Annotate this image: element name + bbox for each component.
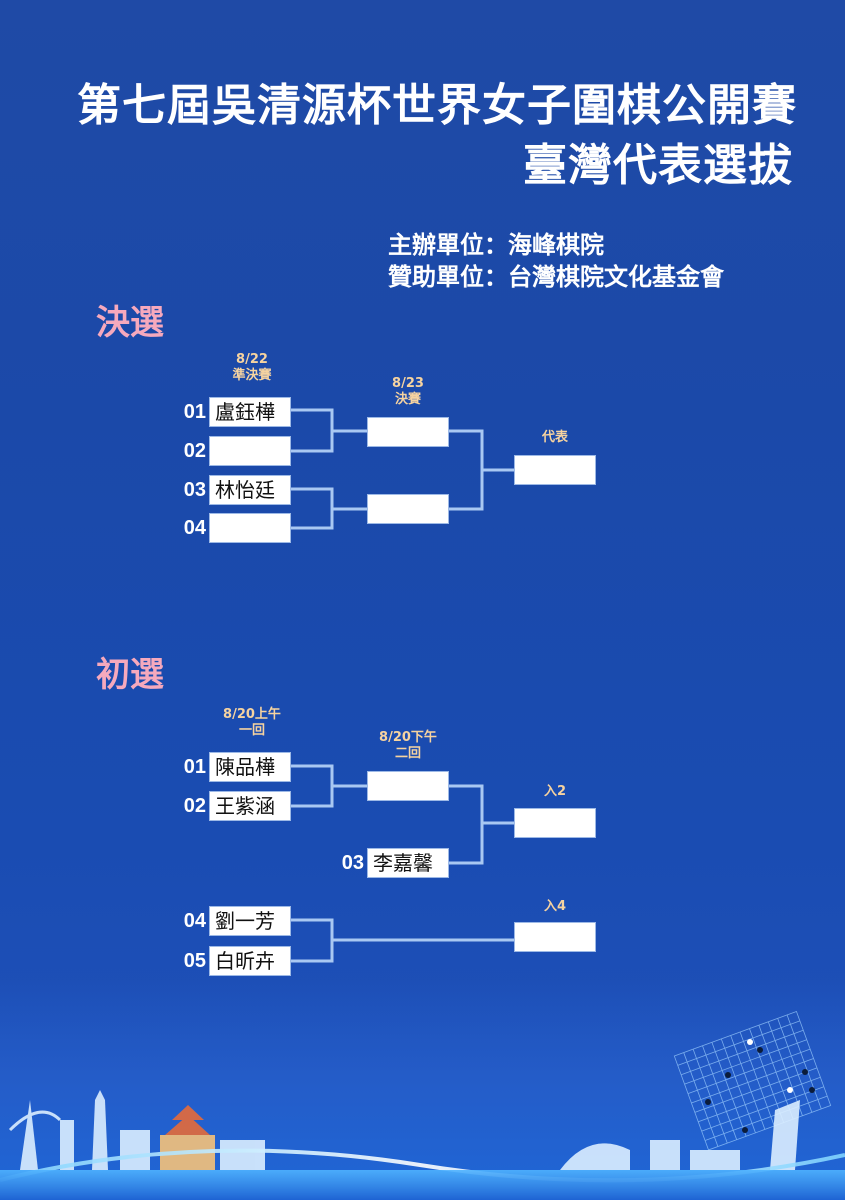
host-line: 主辦單位：海峰棋院	[388, 231, 604, 259]
prelims-player-02: 王紫涵	[209, 791, 291, 821]
prelims-connector-1	[290, 764, 368, 808]
finals-semi2-winner	[367, 494, 449, 524]
finals-section-title: 決選	[96, 303, 164, 343]
prelims-section-title: 初選	[96, 655, 164, 695]
prelims-connector-3	[290, 918, 515, 963]
prelims-seed-05: 05	[183, 950, 206, 972]
sponsor-line: 贊助單位：台灣棋院文化基金會	[388, 263, 724, 291]
prelims-qualifier-a-box	[514, 808, 596, 838]
finals-round2-label: 8/23 決賽	[353, 376, 463, 408]
finals-player-03: 林怡廷	[209, 475, 291, 505]
finals-connector-2	[290, 487, 368, 530]
prelims-round1-date: 8/20上午	[223, 707, 281, 722]
finals-player-04	[209, 513, 291, 543]
prelims-connector-2	[448, 784, 515, 865]
prelims-seed-01: 01	[183, 756, 206, 778]
sub-title: 臺灣代表選拔	[523, 140, 793, 191]
go-stones-graphic	[705, 1039, 815, 1133]
finals-connector-3	[448, 429, 515, 511]
finals-connector-1	[290, 408, 368, 453]
prelims-round2-label: 8/20下午 二回	[353, 730, 463, 762]
go-board-graphic	[673, 1011, 832, 1151]
finals-seed-01: 01	[183, 401, 206, 423]
prelims-player-03: 李嘉馨	[367, 848, 449, 878]
prelims-result-label-b: 入4	[543, 899, 567, 914]
prelims-round1-label: 8/20上午 一回	[197, 707, 307, 739]
finals-round1-label: 8/22 準決賽	[197, 352, 307, 384]
prelims-round1-winner	[367, 771, 449, 801]
finals-seed-03: 03	[183, 479, 206, 501]
prelims-player-01: 陳品樺	[209, 752, 291, 782]
ground-graphic	[0, 1170, 845, 1200]
finals-round1-name: 準決賽	[232, 368, 272, 383]
finals-player-01: 盧鈺樺	[209, 397, 291, 427]
prelims-round2-date: 8/20下午	[379, 730, 437, 745]
prelims-player-04: 劉一芳	[209, 906, 291, 936]
prelims-seed-02: 02	[183, 795, 206, 817]
buildings-graphic	[8, 1090, 800, 1170]
main-title: 第七屆吳清源杯世界女子圍棋公開賽	[77, 80, 797, 131]
prelims-qualifier-b-box	[514, 922, 596, 952]
finals-champion-box	[514, 455, 596, 485]
prelims-seed-04: 04	[183, 910, 206, 932]
prelims-seed-03: 03	[341, 852, 364, 874]
finals-result-label: 代表	[541, 430, 568, 445]
finals-round1-date: 8/22	[236, 352, 268, 367]
prelims-result-label-a: 入2	[543, 784, 567, 799]
finals-seed-02: 02	[183, 440, 206, 462]
finals-round2-date: 8/23	[392, 376, 424, 391]
finals-seed-04: 04	[183, 517, 206, 539]
prelims-round1-name: 一回	[238, 723, 265, 738]
finals-semi1-winner	[367, 417, 449, 447]
prelims-round2-name: 二回	[394, 746, 421, 761]
finals-round2-name: 決賽	[394, 392, 421, 407]
city-skyline-illustration	[0, 1011, 845, 1200]
prelims-player-05: 白昕卉	[209, 946, 291, 976]
finals-player-02	[209, 436, 291, 466]
